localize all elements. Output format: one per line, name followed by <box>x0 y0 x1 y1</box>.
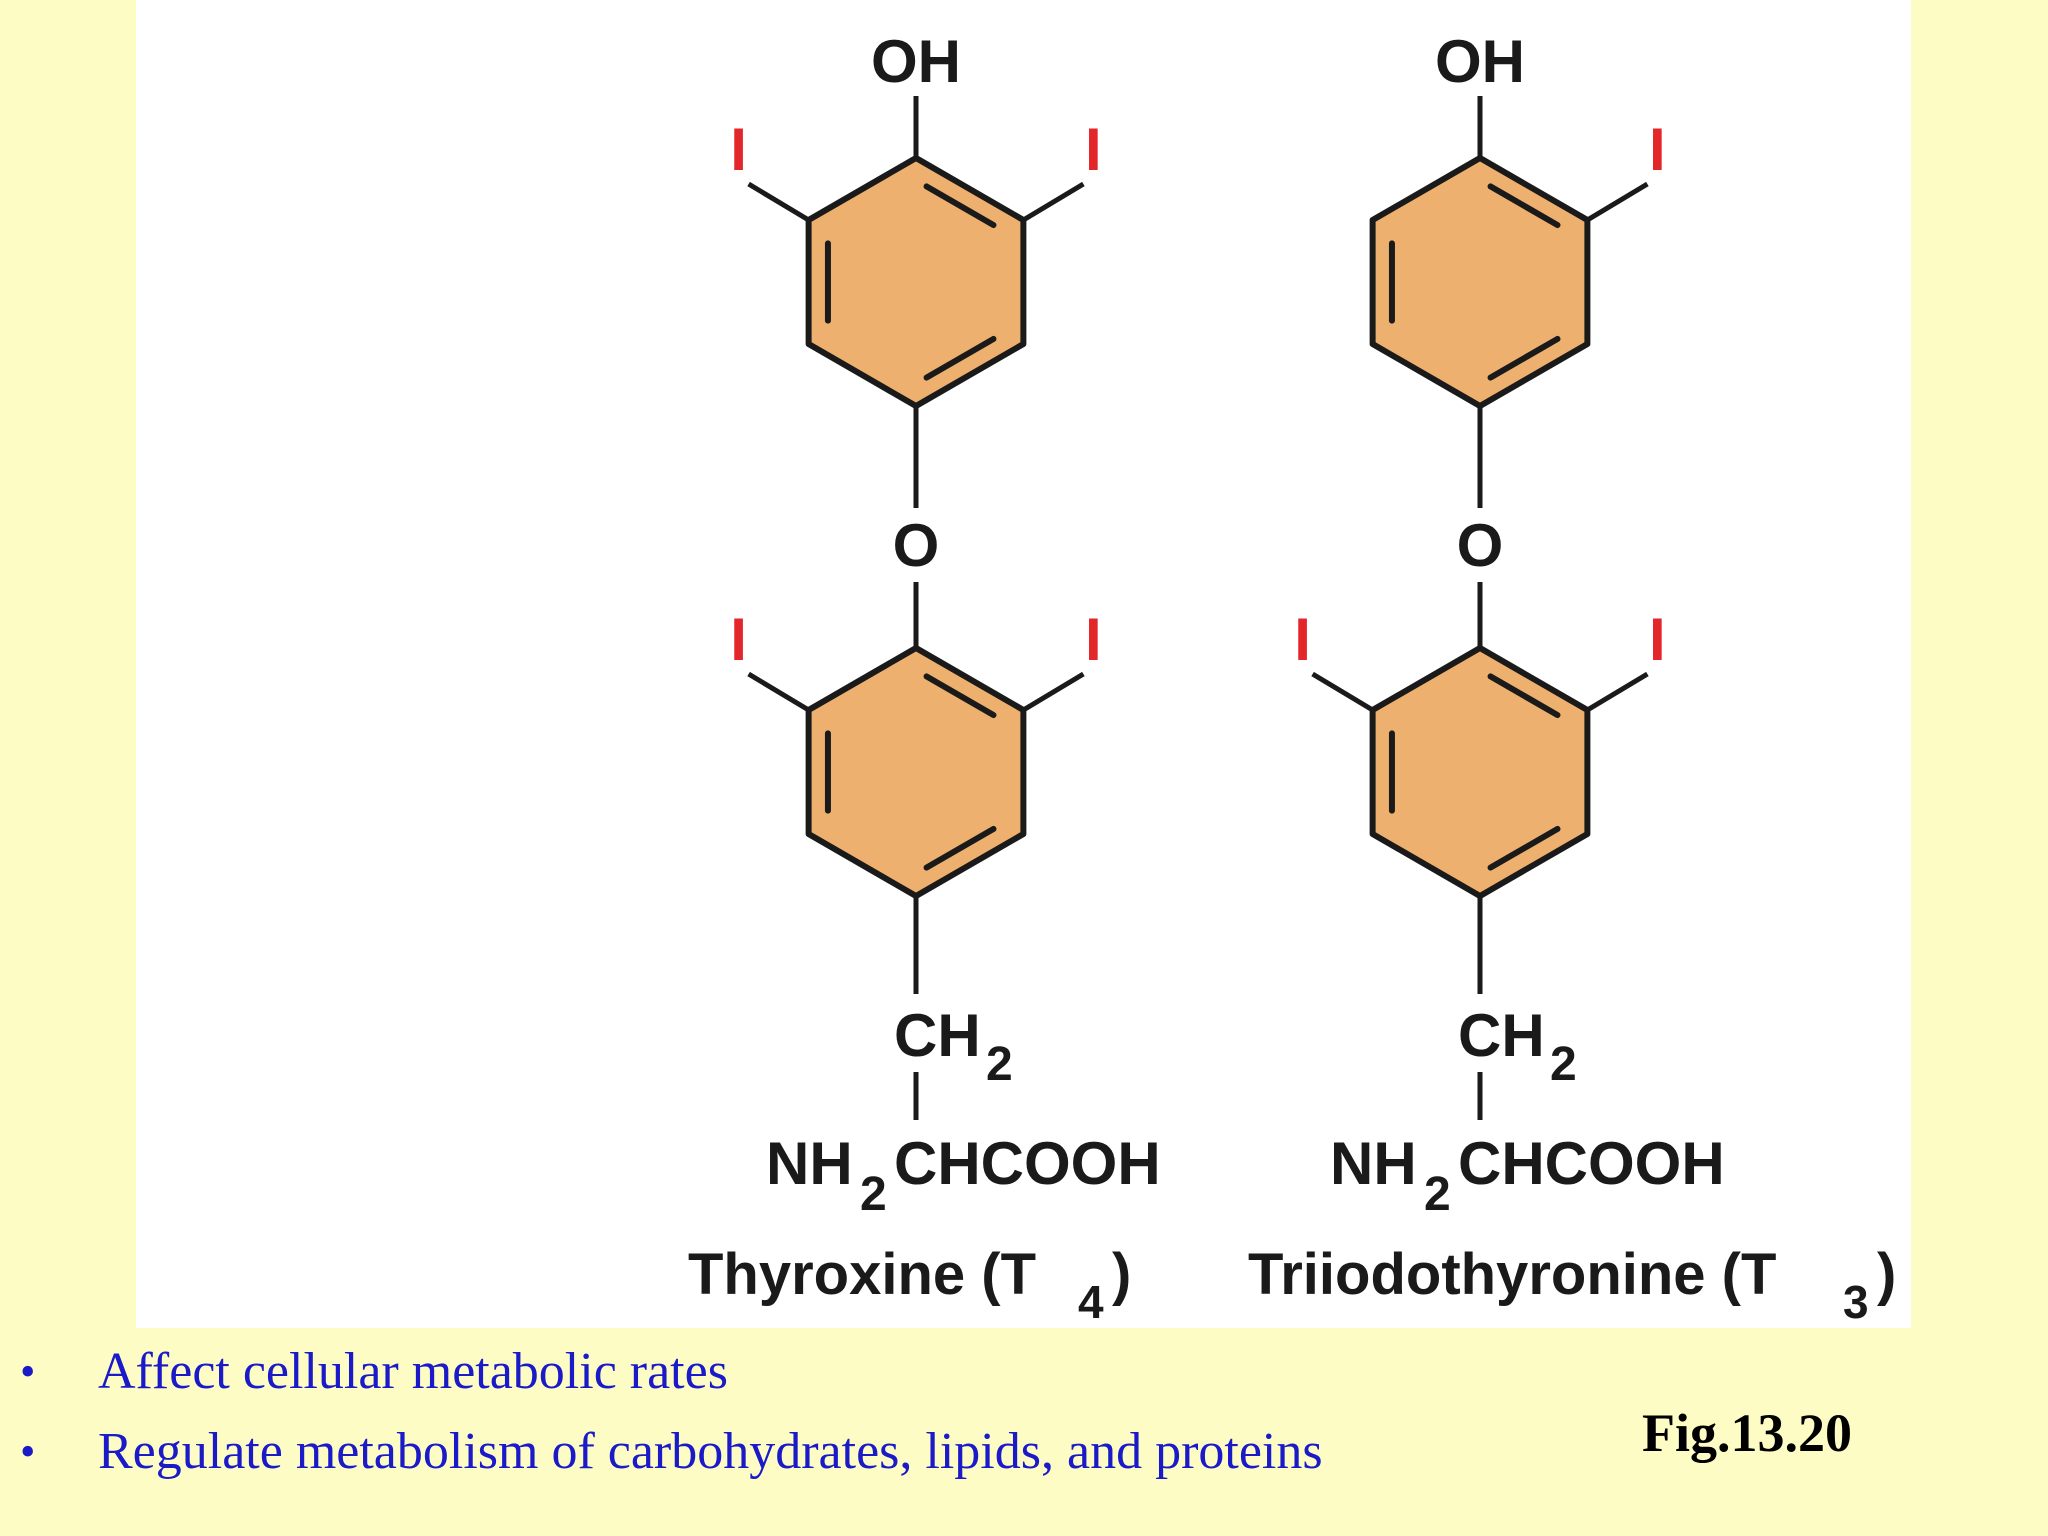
ether-oxygen: O <box>1457 512 1504 579</box>
amino-group: NH <box>1330 1130 1417 1197</box>
ether-oxygen: O <box>893 512 940 579</box>
bullet-item: • Regulate metabolism of carbohydrates, … <box>0 1422 1600 1502</box>
subscript: 2 <box>1550 1038 1577 1091</box>
hydroxyl-group: OH <box>871 28 961 95</box>
iodine-atom: I <box>1085 116 1102 183</box>
subscript: 2 <box>1424 1168 1451 1221</box>
upper-ring <box>805 155 1027 409</box>
bullet-text-regulate-metabolism: Regulate metabolism of carbohydrates, li… <box>98 1423 1323 1480</box>
benzene-ring <box>805 155 1027 409</box>
carboxyl-chain: CHCOOH <box>894 1130 1161 1197</box>
molecule-name: Triiodothyronine (T <box>1248 1242 1776 1307</box>
bullet-marker: • <box>20 1347 36 1396</box>
iodine-atom: I <box>730 606 747 673</box>
single-bond <box>747 181 810 223</box>
double-bond <box>1487 183 1561 229</box>
upper-ring <box>1369 155 1591 409</box>
bullet-marker: • <box>20 1427 36 1476</box>
iodine-atom: I <box>1649 606 1666 673</box>
single-bond <box>1311 671 1374 713</box>
subscript: 4 <box>1078 1276 1104 1328</box>
benzene-ring <box>1369 645 1591 899</box>
single-bond <box>1022 671 1085 713</box>
single-bond <box>747 671 810 713</box>
methylene-group: CH <box>1458 1002 1545 1069</box>
double-bond <box>923 183 997 229</box>
subscript: 3 <box>1843 1276 1869 1328</box>
single-bond <box>1586 671 1649 713</box>
benzene-ring <box>1369 155 1591 409</box>
bullet-item: • Affect cellular metabolic rates <box>0 1342 1600 1422</box>
iodine-atom: I <box>1294 606 1311 673</box>
subscript: 2 <box>860 1168 887 1221</box>
molecule-name-close: ) <box>1877 1242 1896 1307</box>
bullet-list: • Affect cellular metabolic rates • Regu… <box>0 1342 1600 1502</box>
hydroxyl-group: OH <box>1435 28 1525 95</box>
single-bond <box>1022 181 1085 223</box>
molecule-name-close: ) <box>1112 1242 1131 1307</box>
lower-ring <box>1369 645 1591 899</box>
bullet-text-metabolic-rates: Affect cellular metabolic rates <box>98 1343 728 1400</box>
single-bond <box>1586 181 1649 223</box>
methylene-group: CH <box>894 1002 981 1069</box>
double-bond <box>923 673 997 719</box>
carboxyl-chain: CHCOOH <box>1458 1130 1725 1197</box>
iodine-atom: I <box>1085 606 1102 673</box>
subscript: 2 <box>986 1038 1013 1091</box>
double-bond <box>923 335 997 381</box>
iodine-atom: I <box>730 116 747 183</box>
lower-ring <box>805 645 1027 899</box>
iodine-atom: I <box>1649 116 1666 183</box>
amino-group: NH <box>766 1130 853 1197</box>
benzene-ring <box>805 645 1027 899</box>
double-bond <box>1487 825 1561 871</box>
molecule-name: Thyroxine (T <box>688 1242 1036 1307</box>
double-bond <box>1487 335 1561 381</box>
figure-label: Fig.13.20 <box>1642 1403 1852 1463</box>
double-bond <box>1487 673 1561 719</box>
double-bond <box>923 825 997 871</box>
